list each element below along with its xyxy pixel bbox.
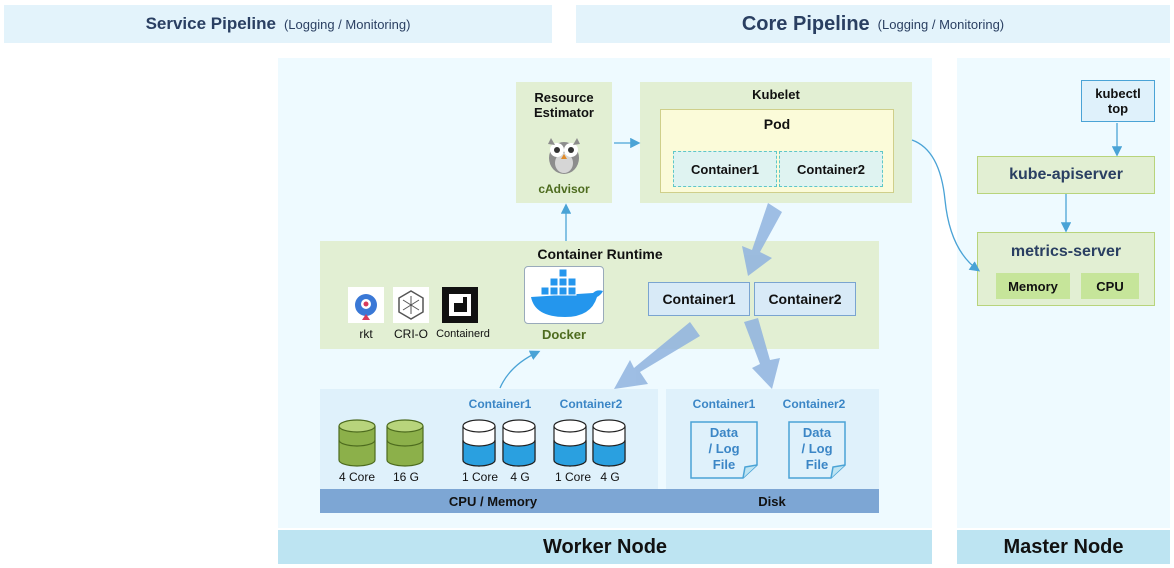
disk-container1-name: Container1 [692, 397, 756, 411]
docker-label: Docker [541, 327, 587, 342]
c1-memory-label: 4 G [510, 470, 530, 484]
resource-bar [320, 489, 879, 513]
runtime-container2: Container2 [754, 282, 856, 316]
disk-file2: Data / Log File [788, 421, 846, 479]
kube-apiserver-label: kube-apiserver [1009, 166, 1123, 183]
cadvisor-label: cAdvisor [538, 182, 590, 196]
resource-estimator-title: Resource Estimator [534, 90, 594, 120]
core-pipeline-header: Core Pipeline (Logging / Monitoring) [576, 5, 1170, 43]
metrics-server-box: metrics-server Memory CPU [977, 232, 1155, 306]
node-core-label: 4 Core [338, 470, 376, 484]
kubectl-top-label: kubectl top [1095, 86, 1141, 116]
runtime-container1: Container1 [648, 282, 750, 316]
rkt-icon [348, 287, 384, 323]
crio-label: CRI-O [394, 327, 428, 341]
service-pipeline-header: Service Pipeline (Logging / Monitoring) [4, 5, 552, 43]
rkt-label: rkt [359, 327, 373, 341]
container-runtime-title: Container Runtime [537, 246, 663, 262]
kubelet-box: Kubelet Pod Container1 Container2 [640, 82, 912, 203]
master-node-label: Master Node [957, 530, 1170, 564]
disk-file2-text: Data / Log File [801, 425, 833, 472]
service-pipeline-title: Service Pipeline [145, 14, 276, 33]
file-icon [690, 421, 758, 479]
pod-container2: Container2 [779, 151, 883, 187]
cpu-container1-name: Container1 [468, 397, 532, 411]
metrics-memory-chip: Memory [996, 273, 1070, 299]
file-icon [788, 421, 846, 479]
metrics-cpu-chip: CPU [1081, 273, 1139, 299]
core-pipeline-subtitle: (Logging / Monitoring) [877, 16, 1005, 32]
c2-core-label: 1 Core [554, 470, 592, 484]
service-pipeline-subtitle: (Logging / Monitoring) [283, 16, 411, 32]
pod-title: Pod [763, 116, 791, 132]
metrics-server-title: metrics-server [1010, 243, 1122, 260]
crio-icon [393, 287, 429, 323]
cpu-container2-name: Container2 [559, 397, 623, 411]
c1-core-label: 1 Core [461, 470, 499, 484]
worker-node-label: Worker Node [278, 530, 932, 564]
disk-container2-name: Container2 [782, 397, 846, 411]
kube-apiserver-box: kube-apiserver [977, 156, 1155, 194]
kubelet-title: Kubelet [752, 87, 800, 102]
docker-icon [524, 266, 604, 324]
kubectl-top-box: kubectl top [1081, 80, 1155, 122]
pod-container1: Container1 [673, 151, 777, 187]
owl-icon [543, 132, 585, 176]
core-pipeline-title: Core Pipeline [741, 12, 870, 35]
c2-memory-label: 4 G [600, 470, 620, 484]
pod-box: Pod Container1 Container2 [660, 109, 894, 193]
cpu-memory-label: CPU / Memory [448, 494, 538, 509]
containerd-label: Containerd [436, 328, 490, 340]
node-memory-label: 16 G [392, 470, 419, 484]
containerd-icon [442, 287, 478, 323]
resource-estimator-box: Resource Estimator cAdvisor [516, 82, 612, 203]
disk-file1-text: Data / Log File [708, 425, 740, 472]
container-runtime-box: Container Runtime rkt CRI-O Containerd D… [320, 241, 879, 349]
disk-file1: Data / Log File [690, 421, 758, 479]
disk-label: Disk [758, 494, 786, 509]
